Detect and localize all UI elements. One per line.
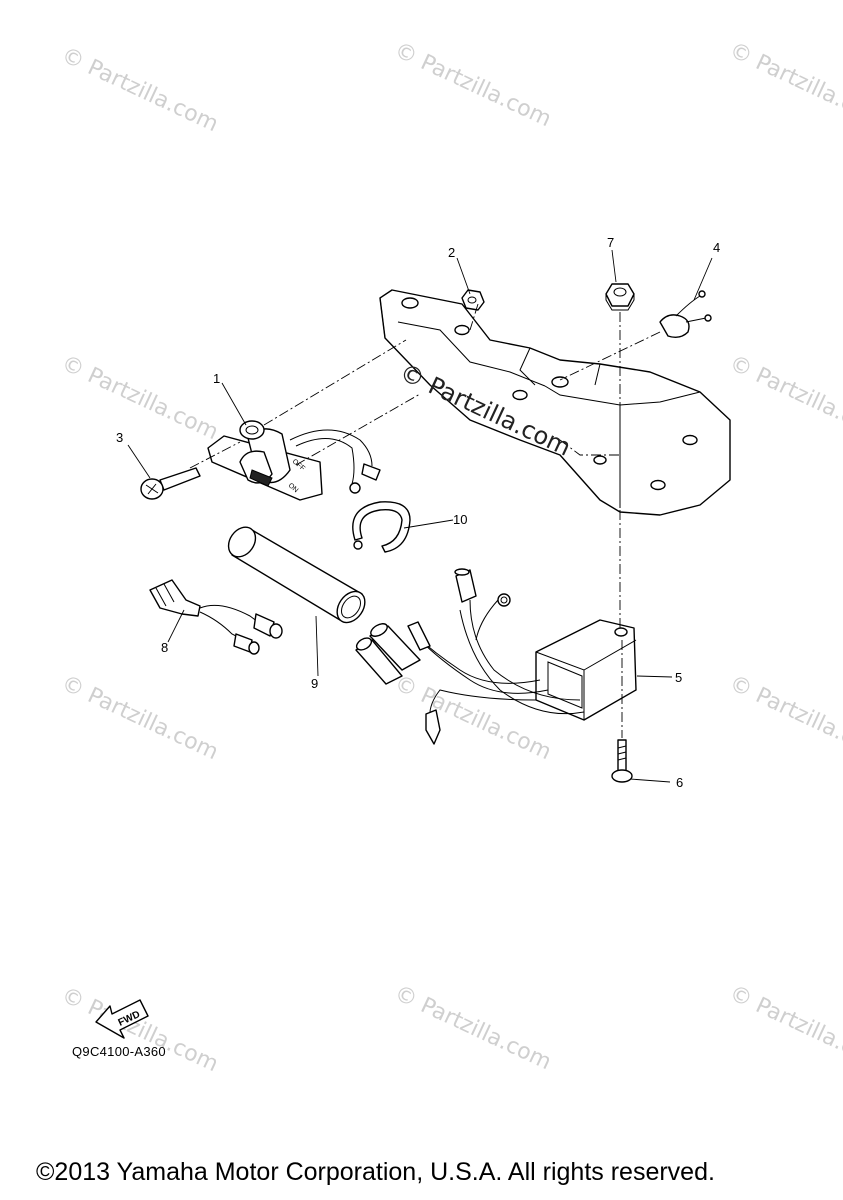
part-3-screw	[140, 467, 201, 500]
callout-8: 8	[161, 640, 168, 655]
callout-10: 10	[453, 512, 467, 527]
part-8-sensor	[149, 579, 283, 655]
watermark: © Partzilla.com	[57, 671, 221, 765]
watermark: © Partzilla.com	[390, 671, 554, 765]
part-10-band	[352, 501, 411, 553]
callouts: 1 2 3 4 5 6 7 8 9 10	[116, 235, 720, 790]
callout-1: 1	[213, 371, 220, 386]
part-1-stop-switch: OFF ON	[207, 420, 381, 501]
part-6-bolt	[611, 739, 633, 783]
watermark: © Partzilla.com	[57, 351, 221, 445]
watermark: © Partzilla.com	[390, 981, 554, 1075]
watermark: © Partzilla.com	[390, 38, 554, 132]
part-5-cdi-unit	[355, 568, 637, 745]
callout-5: 5	[675, 670, 682, 685]
part-7-nut	[605, 283, 635, 311]
watermark: © Partzilla.com	[57, 43, 221, 137]
watermark: © Partzilla.com	[725, 38, 843, 132]
callout-3: 3	[116, 430, 123, 445]
copyright-notice: ©2013 Yamaha Motor Corporation, U.S.A. A…	[36, 1158, 715, 1186]
assembly-lines	[189, 303, 661, 738]
part-9-tube	[227, 526, 366, 624]
callout-6: 6	[676, 775, 683, 790]
watermark: © Partzilla.com	[725, 671, 843, 765]
callout-4: 4	[713, 240, 720, 255]
reference-code: Q9C4100-A360	[72, 1044, 166, 1059]
callout-7: 7	[607, 235, 614, 250]
callout-2: 2	[448, 245, 455, 260]
watermark: © Partzilla.com	[57, 983, 221, 1077]
watermark: © Partzilla.com	[725, 351, 843, 445]
part-2-nut	[461, 289, 485, 311]
watermark: © Partzilla.com	[725, 981, 843, 1075]
callout-9: 9	[311, 676, 318, 691]
leader-lines	[127, 249, 713, 783]
watermark-grid: © Partzilla.com © Partzilla.com © Partzi…	[57, 38, 843, 1077]
part-4-clip	[659, 290, 712, 339]
